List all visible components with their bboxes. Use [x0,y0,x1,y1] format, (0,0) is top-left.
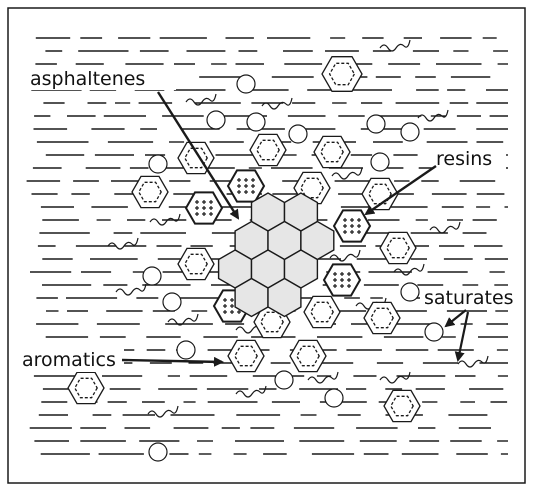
resin-hexagon [322,263,362,297]
aromatic-hexagon [363,301,401,335]
aromatic-hexagon [383,389,421,423]
aromatic-hexagon [303,295,341,329]
asphaltene-hexagon [267,277,302,318]
saturate-chain [167,313,199,326]
aromatic-hexagon [131,175,169,209]
label-asphaltenes: asphaltenes [30,68,145,90]
asphaltene-core [217,192,335,318]
label-aromatics: aromatics [22,349,116,371]
saturate-chain [261,97,293,110]
saturate-circle [288,124,308,144]
arrow-resins [364,165,437,216]
saturate-chain [379,371,411,384]
saturate-circle [274,370,294,390]
saturate-circle [206,110,226,130]
saturate-chain [429,221,461,234]
saturate-circle [246,112,266,132]
aromatic-hexagon [379,231,417,265]
saturate-circle [366,114,386,134]
saturate-chain [149,213,181,226]
resin-hexagon [332,209,372,243]
saturate-circle [142,266,162,286]
saturate-chain [379,39,411,52]
saturate-chain [147,405,179,418]
saturate-circle [424,322,444,342]
saturate-circle [176,340,196,360]
saturate-chain [235,385,267,398]
aromatic-hexagon [177,247,215,281]
saturate-circle [400,282,420,302]
saturate-circles [142,74,444,462]
label-saturates-group: saturates [420,286,524,362]
arrow-aromatics [121,356,224,367]
saturate-chain [331,167,363,180]
saturate-circle [400,122,420,142]
aromatic-hexagon [361,177,399,211]
saturate-circle [148,442,168,462]
saturate-circle [148,154,168,174]
label-asphaltenes-group: asphaltenes [28,66,240,220]
saturate-chain [457,355,489,368]
resin-hexagon [226,169,266,203]
aromatic-hexagon [313,135,351,169]
aromatic-hexagon [289,339,327,373]
saturate-chain [115,283,147,296]
saturate-molecules [107,39,489,418]
saturate-chain [393,263,425,276]
diagram-border [7,7,526,484]
saturate-circle [370,152,390,172]
saturate-chain [417,109,449,122]
saturate-circle [162,292,182,312]
label-aromatics-group: aromatics [20,348,224,372]
arrow-asphaltenes [156,91,240,220]
saturate-circle [324,388,344,408]
resin-hexagon [184,191,224,225]
aromatic-hexagon [67,371,105,405]
label-resins-group: resins [364,146,506,216]
saturate-chain [307,371,339,384]
resin-molecules [184,169,372,323]
saturate-chain [185,93,217,106]
aromatic-hexagon [227,339,265,373]
arrow-saturates-circle [444,309,467,328]
label-resins: resins [436,148,492,170]
saturate-chain [107,237,139,250]
saturate-circle [236,74,256,94]
aromatic-hexagon [321,56,363,92]
label-saturates: saturates [424,287,514,309]
arrow-saturates-chain [454,311,470,362]
aromatic-hexagon [177,141,215,175]
aromatic-molecules [67,56,421,423]
aromatic-hexagon [249,133,287,167]
saturate-chain [329,249,361,262]
